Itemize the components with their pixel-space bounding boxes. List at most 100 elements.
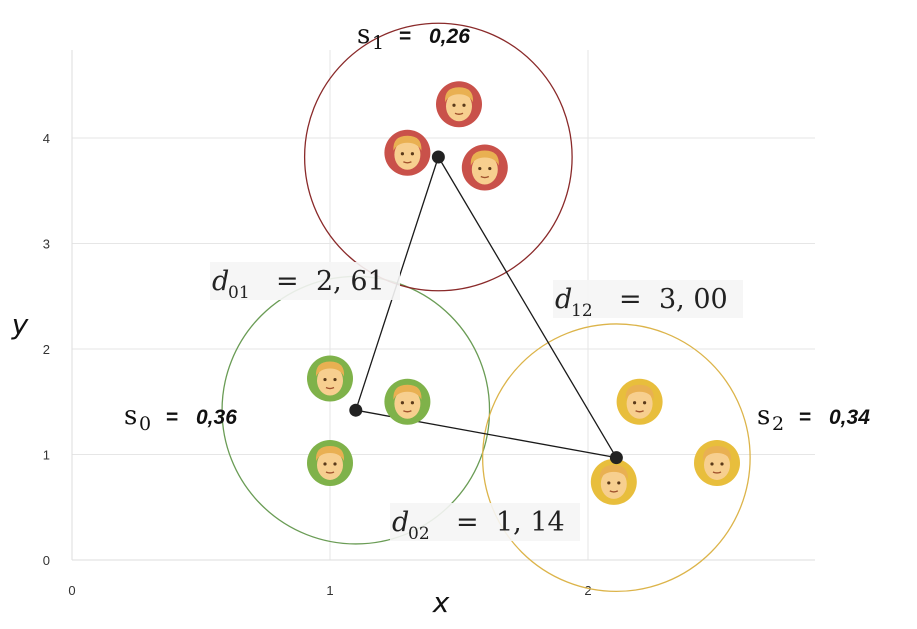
y-tick-label: 1: [43, 448, 50, 463]
score-subscript: 0: [139, 413, 151, 435]
face-shape: [446, 91, 472, 122]
mouth: [712, 471, 722, 474]
person-icon: [461, 144, 508, 191]
person-icon: [384, 378, 431, 425]
centroid-point-1: [431, 150, 445, 164]
score-equals: =: [399, 25, 411, 48]
cluster-members: [307, 81, 740, 505]
face-shape: [394, 139, 421, 170]
eye-right: [617, 481, 621, 485]
y-tick-label: 2: [43, 342, 50, 357]
distance-subscript: 12: [571, 301, 593, 321]
eye-left: [323, 377, 327, 382]
eye-right: [333, 377, 337, 382]
score-symbol: s: [757, 401, 770, 431]
hair-shape: [625, 384, 654, 400]
score-value: 0,26: [429, 25, 470, 48]
hair-shape: [599, 464, 628, 480]
hair-shape: [444, 87, 474, 103]
centroid-point-2: [609, 451, 623, 465]
score-equals: =: [166, 406, 178, 429]
eye-left: [607, 481, 611, 485]
eye-left: [452, 103, 456, 107]
distance-label-bg: [210, 262, 400, 300]
x-tick-label: 1: [326, 583, 333, 598]
eye-right: [410, 401, 414, 405]
distance-value: 3, 00: [659, 284, 728, 315]
distance-symbol: d: [555, 284, 572, 315]
score-symbol: s: [357, 20, 370, 50]
face-shape: [626, 388, 653, 419]
x-tick-label: 0: [68, 583, 75, 598]
eye-left: [710, 462, 714, 466]
cluster-centroids: [349, 150, 623, 465]
y-tick-label: 4: [43, 131, 50, 146]
eye-right: [333, 462, 337, 466]
mouth: [480, 175, 490, 179]
score-value: 0,34: [829, 406, 870, 429]
person-icon: [307, 355, 353, 402]
person-icon: [436, 81, 482, 128]
distance-symbol: d: [392, 507, 409, 538]
person-icon: [590, 458, 637, 505]
hair-shape: [393, 384, 422, 400]
cluster-ring-1: [303, 22, 573, 292]
person-icon: [307, 439, 353, 486]
y-tick-label: 3: [43, 237, 50, 252]
distance-equals: =: [276, 266, 299, 297]
distance-equals: =: [619, 284, 642, 315]
eye-left: [400, 401, 404, 405]
eye-right: [488, 166, 492, 171]
eye-left: [478, 166, 482, 171]
y-axis-title: y: [11, 308, 29, 341]
face-shape: [704, 449, 730, 480]
eye-right: [720, 462, 724, 466]
y-tick-label: 0: [43, 553, 50, 568]
distance-symbol: d: [212, 266, 229, 297]
eye-left: [633, 401, 637, 405]
hair-shape: [315, 361, 345, 377]
person-icon: [616, 378, 663, 425]
distance-label-bg: [390, 503, 580, 541]
score-symbol: s: [124, 401, 137, 431]
score-equals: =: [799, 406, 811, 429]
face-shape: [600, 468, 627, 499]
distance-label-bg: [553, 280, 743, 318]
distance-subscript: 02: [408, 524, 430, 544]
score-subscript: 2: [772, 413, 784, 435]
mouth: [403, 161, 412, 164]
hair-shape: [315, 445, 345, 461]
distance-value: 1, 14: [496, 507, 565, 538]
distance-equals: =: [456, 507, 479, 538]
mouth: [609, 490, 619, 493]
mouth: [635, 410, 644, 413]
hair-shape: [470, 150, 499, 166]
cluster-ring-2: [481, 323, 751, 593]
x-tick-label: 2: [584, 583, 591, 598]
score-value: 0,36: [196, 406, 237, 429]
face-shape: [317, 365, 343, 396]
distance-edge-12: [437, 156, 617, 458]
face-shape: [317, 449, 343, 480]
eye-right: [643, 401, 647, 405]
distance-subscript: 01: [228, 283, 250, 303]
eye-left: [323, 462, 327, 466]
mouth: [454, 112, 464, 115]
x-axis-title: x: [432, 586, 450, 619]
mouth: [325, 386, 335, 390]
eye-left: [400, 152, 404, 156]
mouth: [403, 410, 412, 413]
face-shape: [394, 388, 421, 419]
distance-value: 2, 61: [316, 266, 385, 297]
score-subscript: 1: [372, 32, 384, 54]
hair-shape: [393, 135, 422, 151]
face-shape: [471, 154, 498, 185]
centroid-point-0: [349, 403, 363, 417]
person-icon: [384, 129, 431, 176]
eye-right: [462, 103, 466, 107]
